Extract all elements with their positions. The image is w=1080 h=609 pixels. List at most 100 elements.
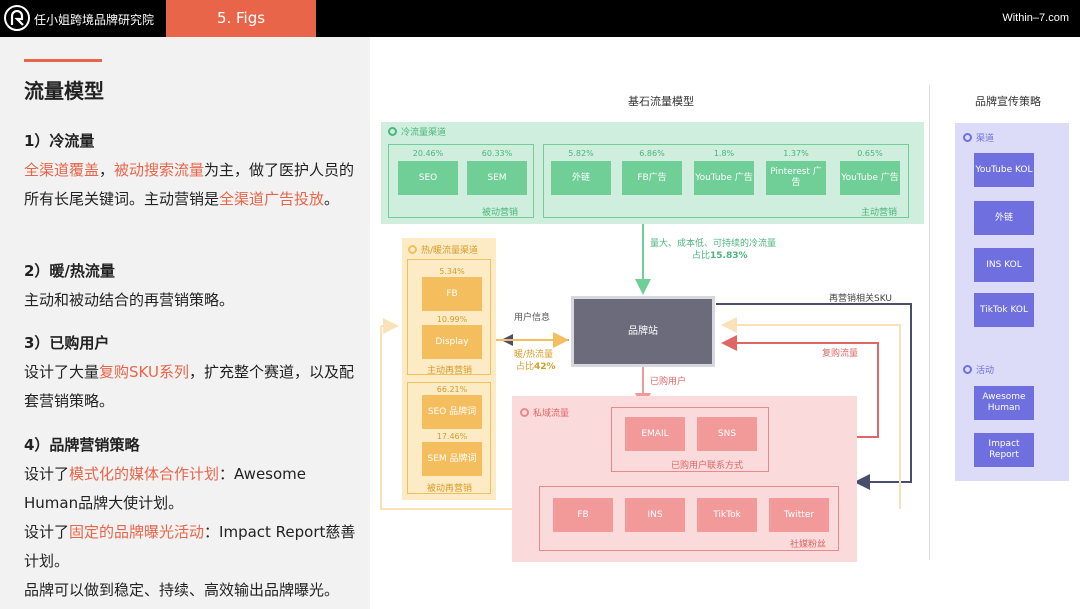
group-label: 社媒粉丝 (790, 540, 827, 550)
section-body: 设计了大量复购SKU系列，扩充整个赛道，以及配套营销策略。 (24, 358, 359, 416)
panel-label: 热/暖流量渠道 (421, 246, 479, 256)
body-text: ， (99, 161, 115, 179)
purchased-users-label: 已购用户 (650, 377, 687, 387)
remarketing-sku-label: 再营销相关SKU (829, 294, 892, 304)
highlight-text: 复购SKU系列 (99, 363, 189, 381)
activity-awesome-human[interactable]: Awesome Human (974, 386, 1034, 420)
brand-name: 任小姐跨境品牌研究院 (34, 13, 155, 27)
channel-backlinks[interactable]: 外链 (551, 161, 611, 195)
radio-dot-icon (408, 245, 417, 254)
panel-label: 冷流量渠道 (401, 128, 447, 138)
strategy-title: 品牌宣传策略 (975, 95, 1041, 108)
social-ins[interactable]: INS (625, 498, 685, 532)
body-text: 为主，做了医护人员的所有长尾关键词。主动营销是 (24, 161, 355, 208)
section-heading: 4）品牌营销策略 (24, 436, 140, 454)
body-text: ：Awesome Human品牌大使计划。 (24, 465, 307, 512)
activities-label: 活动 (963, 363, 994, 376)
channel-tiktok-kol[interactable]: TikTok KOL (974, 293, 1034, 327)
channel-ins-kol[interactable]: INS KOL (974, 248, 1034, 282)
panel-label: 活动 (976, 366, 995, 376)
highlight-text: 固定的品牌曝光活动 (69, 523, 205, 541)
section-cold-traffic: 1）冷流量 全渠道覆盖，被动搜索流量为主，做了医护人员的所有长尾关键词。主动营销… (24, 127, 359, 214)
channel-fb[interactable]: FB (422, 277, 482, 311)
channel-youtube-kol[interactable]: YouTube KOL (974, 153, 1034, 187)
section-body: 设计了模式化的媒体合作计划：Awesome Human品牌大使计划。 (24, 460, 359, 518)
channel-display[interactable]: Display (422, 325, 482, 359)
warm-flow-share: 占比42% (516, 359, 556, 372)
diagram-title: 基石流量模型 (628, 95, 694, 108)
channel-share: 0.65% (857, 149, 883, 158)
channel-share: 17.46% (436, 432, 468, 441)
site-url[interactable]: Within–7.com (1002, 12, 1069, 24)
title-accent-line (24, 59, 102, 62)
divider (929, 85, 930, 560)
active-remarketing-group (407, 259, 491, 375)
section-brand-strategy: 4）品牌营销策略 设计了模式化的媒体合作计划：Awesome Human品牌大使… (24, 431, 359, 605)
section-body: 设计了固定的品牌曝光活动：Impact Report慈善计划。 (24, 518, 359, 576)
highlight-text: 全渠道覆盖 (24, 161, 100, 179)
contact-sns[interactable]: SNS (697, 417, 757, 451)
radio-dot-icon (520, 408, 529, 417)
channel-share: 6.86% (639, 149, 665, 158)
highlight-text: 模式化的媒体合作计划 (69, 465, 220, 483)
user-info-label: 用户信息 (514, 313, 551, 323)
channel-share: 1.37% (783, 149, 809, 158)
channel-youtube-ads[interactable]: YouTube 广告 (840, 161, 900, 195)
brand-site-node[interactable]: 品牌站 (571, 296, 715, 367)
cold-traffic-label: 冷流量渠道 (388, 125, 446, 138)
contact-email[interactable]: EMAIL (625, 417, 685, 451)
group-label: 被动再营销 (427, 484, 473, 494)
social-twitter[interactable]: Twitter (769, 498, 829, 532)
channel-share: 20.46% (412, 149, 444, 158)
share-value: 15.83% (710, 251, 748, 261)
channel-youtube-ads[interactable]: YouTube 广告 (694, 161, 754, 195)
section-tab[interactable]: 5. Figs (166, 0, 316, 37)
warm-flow-note: 暖/热流量 (514, 350, 554, 360)
group-label: 主动再营销 (427, 366, 473, 376)
channel-sem-brand[interactable]: SEM 品牌词 (422, 442, 482, 476)
social-tiktok[interactable]: TikTok (697, 498, 757, 532)
radio-dot-icon (388, 127, 397, 136)
channel-sem[interactable]: SEM (467, 161, 527, 195)
channel-seo-brand[interactable]: SEO 品牌词 (422, 395, 482, 429)
section-purchased-users: 3）已购用户 设计了大量复购SKU系列，扩充整个赛道，以及配套营销策略。 (24, 329, 359, 416)
contact-group (611, 407, 769, 472)
channel-pinterest-ads[interactable]: Pinterest 广告 (766, 161, 826, 195)
body-text: ，扩充整个赛道，以及配套营销策略。 (24, 363, 354, 410)
left-panel: 流量模型 1）冷流量 全渠道覆盖，被动搜索流量为主，做了医护人员的所有长尾关键词… (0, 37, 370, 609)
panel-label: 私域流量 (533, 409, 570, 419)
social-fb[interactable]: FB (553, 498, 613, 532)
group-label: 主动营销 (861, 208, 898, 218)
section-heading: 3）已购用户 (24, 334, 110, 352)
connector-lines (380, 224, 912, 510)
channel-share: 10.99% (436, 315, 468, 324)
body-text: 。 (324, 190, 340, 208)
section-body: 主动和被动结合的再营销策略。 (24, 291, 235, 309)
channel-seo[interactable]: SEO (398, 161, 458, 195)
section-body: 品牌可以做到稳定、持续、高效输出品牌曝光。 (24, 581, 340, 599)
body-text: 设计了 (24, 523, 70, 541)
section-body: 全渠道覆盖，被动搜索流量为主，做了医护人员的所有长尾关键词。主动营销是全渠道广告… (24, 156, 359, 214)
channel-backlinks[interactable]: 外链 (974, 201, 1034, 235)
traffic-model-diagram: 基石流量模型 品牌宣传策略 冷流量渠道 被动营销 主动营销 20.46% SEO… (370, 37, 1080, 609)
passive-marketing-group (388, 144, 534, 218)
channels-label: 渠道 (963, 131, 994, 144)
brand-logo-icon (4, 5, 30, 31)
social-fans-group (539, 486, 839, 551)
page-title: 流量模型 (24, 79, 104, 103)
section-heading: 1）冷流量 (24, 132, 95, 150)
channel-fb-ads[interactable]: FB广告 (622, 161, 682, 195)
channel-share: 5.34% (439, 267, 465, 276)
highlight-text: 被动搜索流量 (114, 161, 205, 179)
body-text: 设计了大量 (24, 363, 100, 381)
channel-share: 60.33% (481, 149, 513, 158)
cold-flow-share: 占比15.83% (692, 248, 748, 261)
activity-impact-report[interactable]: Impact Report (974, 433, 1034, 467)
share-value: 42% (534, 362, 556, 372)
group-label: 已购用户联系方式 (671, 461, 744, 471)
passive-remarketing-group (407, 382, 491, 494)
section-heading: 2）暖/热流量 (24, 262, 115, 280)
group-label: 被动营销 (482, 208, 519, 218)
private-traffic-label: 私域流量 (520, 406, 569, 419)
warm-traffic-label: 热/暖流量渠道 (408, 243, 478, 256)
